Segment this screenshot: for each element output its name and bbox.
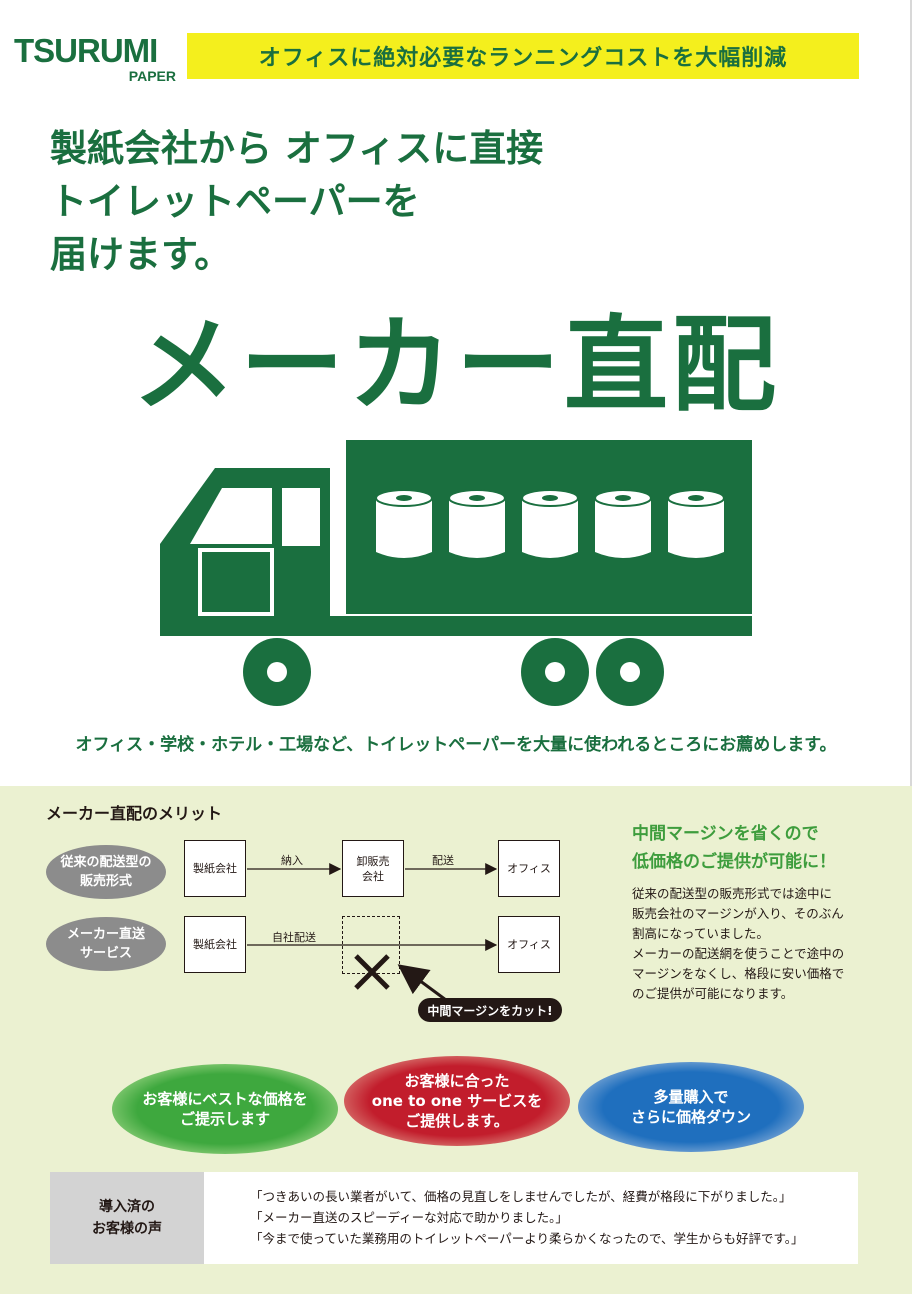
- customer-voice-item: 「今まで使っていた業務用のトイレットペーパーより柔らかくなったので、学生からも好…: [250, 1231, 804, 1246]
- low-price-explanation: 従来の配送型の販売形式では途中に 販売会社のマージンが入り、そのぶん 割高になっ…: [632, 884, 844, 1004]
- headline-line-3: 届けます。: [50, 233, 232, 276]
- truck-wheel-rear-2: [596, 638, 664, 706]
- direct-delivery-label-text: メーカー直送サービス: [66, 927, 145, 961]
- headline-line-2: トイレットペーパーを: [50, 180, 420, 223]
- flow-label-shipping: 配送: [432, 854, 454, 867]
- one-to-one-service-badge: お客様に合った one to one サービスを ご提供します。: [344, 1056, 570, 1146]
- toilet-paper-roll-icon: [521, 489, 579, 558]
- customer-voices-label: 導入済の お客様の声: [50, 1172, 204, 1264]
- logo-subtext: PAPER: [128, 68, 176, 84]
- logo-wordmark: TSURUMI: [14, 32, 158, 69]
- explanation-line: 従来の配送型の販売形式では途中に: [632, 886, 833, 901]
- flow-box-office-direct: オフィス: [498, 916, 560, 973]
- conventional-delivery-label-text: 従来の配送型の販売形式: [60, 855, 152, 889]
- toilet-paper-roll-icon: [667, 489, 725, 558]
- maker-direct-title: メーカー直配: [131, 304, 780, 426]
- flow-box-wholesaler: 卸販売会社: [342, 840, 404, 897]
- truck-cab-window: [190, 488, 272, 544]
- flow-box-office: オフィス: [498, 840, 560, 897]
- low-price-heading: 中間マージンを省くので 低価格のご提供が可能に！: [632, 820, 836, 876]
- service-line-1: お客様に合った: [404, 1072, 510, 1090]
- pointer-arrow: [397, 964, 447, 1002]
- voice-label-line-2: お客様の声: [92, 1221, 162, 1237]
- best-price-line-2: ご提示します: [179, 1110, 270, 1128]
- explanation-line: メーカーの配送網を使うことで途中の: [632, 946, 845, 961]
- explanation-line: 販売会社のマージンが入り、そのぶん: [632, 906, 844, 921]
- bulk-line-2: さらに価格ダウン: [630, 1108, 751, 1126]
- toilet-paper-roll-icon: [594, 489, 652, 558]
- voice-label-line-1: 導入済の: [99, 1199, 155, 1215]
- truck-chassis: [160, 616, 752, 636]
- best-price-badge: お客様にベストな価格を ご提示します: [112, 1064, 338, 1154]
- tagline-text: オフィスに絶対必要なランニングコストを大幅削減: [258, 46, 788, 71]
- flow-box-paper-company-direct: 製紙会社: [184, 916, 246, 973]
- recommended-usage-text: オフィス・学校・ホテル・工場など、トイレットペーパーを大量に使われるところにお薦…: [75, 735, 837, 755]
- tsurumi-paper-logo: TSURUMI PAPER: [14, 32, 184, 90]
- truck-wheel-rear-1: [521, 638, 589, 706]
- headline: 製紙会社から オフィスに直接 トイレットペーパーを 届けます。: [50, 122, 543, 281]
- service-line-2: one to one サービスを: [371, 1092, 543, 1110]
- explanation-line: 割高になっていました。: [632, 926, 769, 941]
- margin-cut-badge: 中間マージンをカット!: [418, 998, 562, 1022]
- customer-voice-item: 「つきあいの長い業者がいて、価格の見直しをしませんでしたが、経費が格段に下がりま…: [250, 1189, 792, 1204]
- service-line-3: ご提供します。: [405, 1112, 509, 1130]
- direct-delivery-label: メーカー直送サービス: [46, 917, 166, 971]
- toilet-paper-roll-icon: [375, 489, 433, 558]
- explanation-line: のご提供が可能になります。: [632, 986, 794, 1001]
- tagline-banner: オフィスに絶対必要なランニングコストを大幅削減: [187, 33, 859, 79]
- customer-voices-box: 導入済の お客様の声 「つきあいの長い業者がいて、価格の見直しをしませんでしたが…: [50, 1172, 858, 1264]
- bulk-discount-badge: 多量購入で さらに価格ダウン: [578, 1062, 804, 1152]
- best-price-line-1: お客様にベストな価格を: [142, 1090, 308, 1108]
- explanation-line: マージンをなくし、格段に安い価格で: [632, 966, 845, 981]
- flow-label-delivery-in: 納入: [281, 854, 303, 867]
- bulk-line-1: 多量購入で: [653, 1088, 729, 1106]
- delivery-truck-illustration: [160, 440, 752, 706]
- customer-voices-list: 「つきあいの長い業者がいて、価格の見直しをしませんでしたが、経費が格段に下がりま…: [250, 1186, 804, 1249]
- flow-box-wholesaler-text: 卸販売会社: [356, 854, 390, 883]
- flow-box-paper-company: 製紙会社: [184, 840, 246, 897]
- low-price-heading-line-2: 低価格のご提供が可能に！: [632, 852, 836, 872]
- customer-voice-item: 「メーカー直送のスピーディーな対応で助かりました。」: [250, 1210, 568, 1225]
- flow-label-own-delivery: 自社配送: [272, 931, 316, 944]
- low-price-heading-line-1: 中間マージンを省くので: [632, 824, 819, 844]
- headline-line-1: 製紙会社から オフィスに直接: [50, 127, 544, 170]
- cross-mark-icon: [354, 954, 390, 990]
- truck-side-window: [282, 488, 320, 546]
- truck-wheel-front: [243, 638, 311, 706]
- truck-door-outline: [198, 548, 274, 616]
- merit-section-title: メーカー直配のメリット: [46, 804, 223, 823]
- conventional-delivery-label: 従来の配送型の販売形式: [46, 845, 166, 899]
- toilet-paper-roll-icon: [448, 489, 506, 558]
